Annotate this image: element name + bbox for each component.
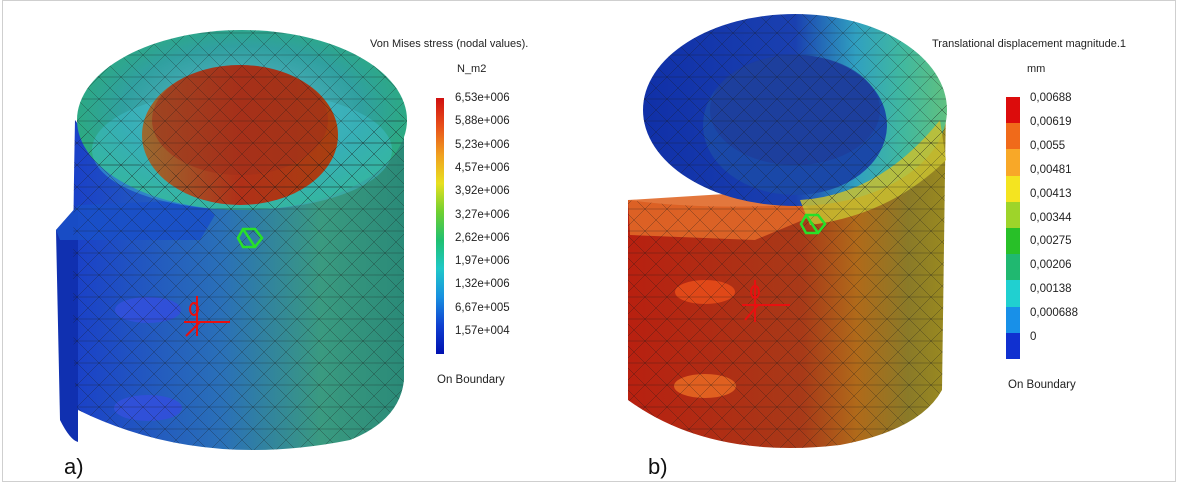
legend-a-tick: 5,88e+006 — [455, 115, 510, 128]
legend-b-tick: 0,00275 — [1030, 235, 1072, 248]
legend-b-band — [1006, 280, 1020, 307]
legend-b-colorbar — [1006, 97, 1020, 359]
legend-b-band — [1006, 306, 1020, 333]
legend-b-band — [1006, 332, 1020, 359]
legend-b-tick: 0,000688 — [1030, 307, 1078, 320]
constraint-icon — [236, 227, 264, 249]
legend-b-band — [1006, 149, 1020, 176]
coordinate-axes-icon — [184, 296, 230, 337]
legend-b-tick: 0,0055 — [1030, 139, 1066, 152]
legend-a-tick: 1,57e+004 — [455, 325, 510, 337]
panel-a: Von Mises stress (nodal values). N_m2 6,… — [56, 30, 529, 479]
legend-a-tick: 5,23e+006 — [455, 138, 510, 151]
legend-a-tick: 1,32e+006 — [455, 278, 510, 291]
legend-a-boundary: On Boundary — [437, 374, 505, 386]
legend-b-band — [1006, 201, 1020, 228]
legend-b-tick: 0,00688 — [1030, 92, 1072, 104]
legend-b-unit: mm — [1027, 63, 1046, 75]
stress-model-render — [56, 30, 407, 450]
legend-a-unit: N_m2 — [457, 63, 487, 75]
legend-b-band — [1006, 228, 1020, 255]
legend-b-tick: 0,00413 — [1030, 187, 1072, 200]
legend-b-band — [1006, 175, 1020, 202]
panel-a-label: a) — [64, 454, 84, 479]
legend-b-tick: 0,00206 — [1030, 259, 1072, 272]
legend-b-boundary: On Boundary — [1008, 379, 1076, 391]
panel-b: Translational displacement magnitude.1 m… — [590, 0, 1179, 484]
legend-b-title: Translational displacement magnitude.1 — [932, 38, 1127, 50]
legend-b-tick: 0 — [1030, 331, 1037, 343]
legend-a-tick: 3,27e+006 — [455, 208, 510, 221]
legend-a-tick: 6,67e+005 — [455, 301, 510, 314]
stress-cut-face — [56, 205, 78, 442]
displacement-model-render — [628, 14, 947, 448]
panel-b-label: b) — [648, 454, 668, 479]
legend-b-band — [1006, 254, 1020, 281]
legend-a-tick: 2,62e+006 — [455, 231, 510, 244]
legend-a-tick: 6,53e+006 — [455, 92, 510, 104]
coordinate-axes-icon — [742, 280, 790, 322]
constraint-icon — [799, 213, 827, 235]
legend-b-tick: 0,00481 — [1030, 163, 1072, 176]
legend-a-tick: 1,97e+006 — [455, 255, 510, 268]
legend-a-tick: 4,57e+006 — [455, 161, 510, 174]
legend-b-band — [1006, 123, 1020, 150]
legend-b-band — [1006, 97, 1020, 124]
legend-a-title: Von Mises stress (nodal values). — [370, 38, 529, 50]
legend-b-tick: 0,00619 — [1030, 115, 1072, 128]
legend-a-colorbar — [436, 98, 444, 354]
legend-b-tick: 0,00138 — [1030, 283, 1072, 296]
legend-a-tick: 3,92e+006 — [455, 185, 510, 198]
legend-b-tick: 0,00344 — [1030, 211, 1072, 224]
